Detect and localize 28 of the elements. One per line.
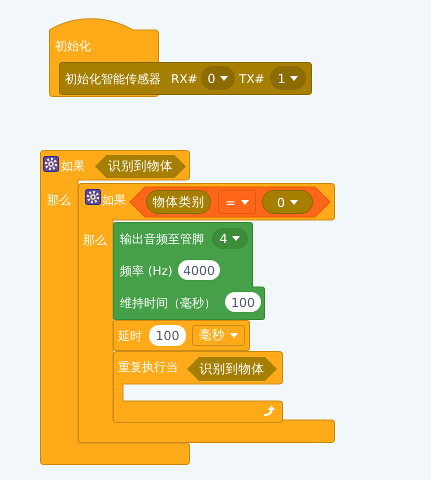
dropdown: =: [218, 190, 256, 214]
block-label: 维持时间（毫秒）: [120, 295, 216, 311]
number-field: 100: [225, 292, 261, 312]
if-block: [78, 183, 335, 443]
condition-block: 识别到物体: [187, 357, 277, 381]
block-label: 重复执行当: [118, 359, 178, 375]
number-field: 100: [149, 325, 186, 346]
block-label: TX#: [239, 71, 265, 87]
condition-block: 识别到物体: [95, 155, 186, 178]
block-label: 如果: [61, 158, 85, 174]
block-label: 延时: [118, 328, 142, 344]
compare-block: [130, 187, 330, 217]
command-block: [59, 62, 312, 95]
number-field: 4000: [178, 260, 220, 280]
block-label: 初始化: [55, 38, 91, 54]
block-label: 频率 (Hz): [120, 263, 172, 279]
command-block: [113, 320, 250, 351]
block-label: 输出音频至管脚: [120, 231, 204, 247]
dropdown: 毫秒: [192, 325, 245, 346]
command-block: [113, 222, 265, 320]
dropdown: 0: [262, 190, 313, 214]
reporter-block: 物体类别: [146, 190, 211, 214]
block-label: 初始化智能传感器: [65, 71, 161, 87]
block-label: RX#: [171, 71, 198, 87]
block-label: 那么: [83, 232, 107, 248]
block-label: 那么: [47, 192, 71, 208]
loop-block: [113, 351, 283, 423]
block-label: 如果: [102, 192, 126, 208]
